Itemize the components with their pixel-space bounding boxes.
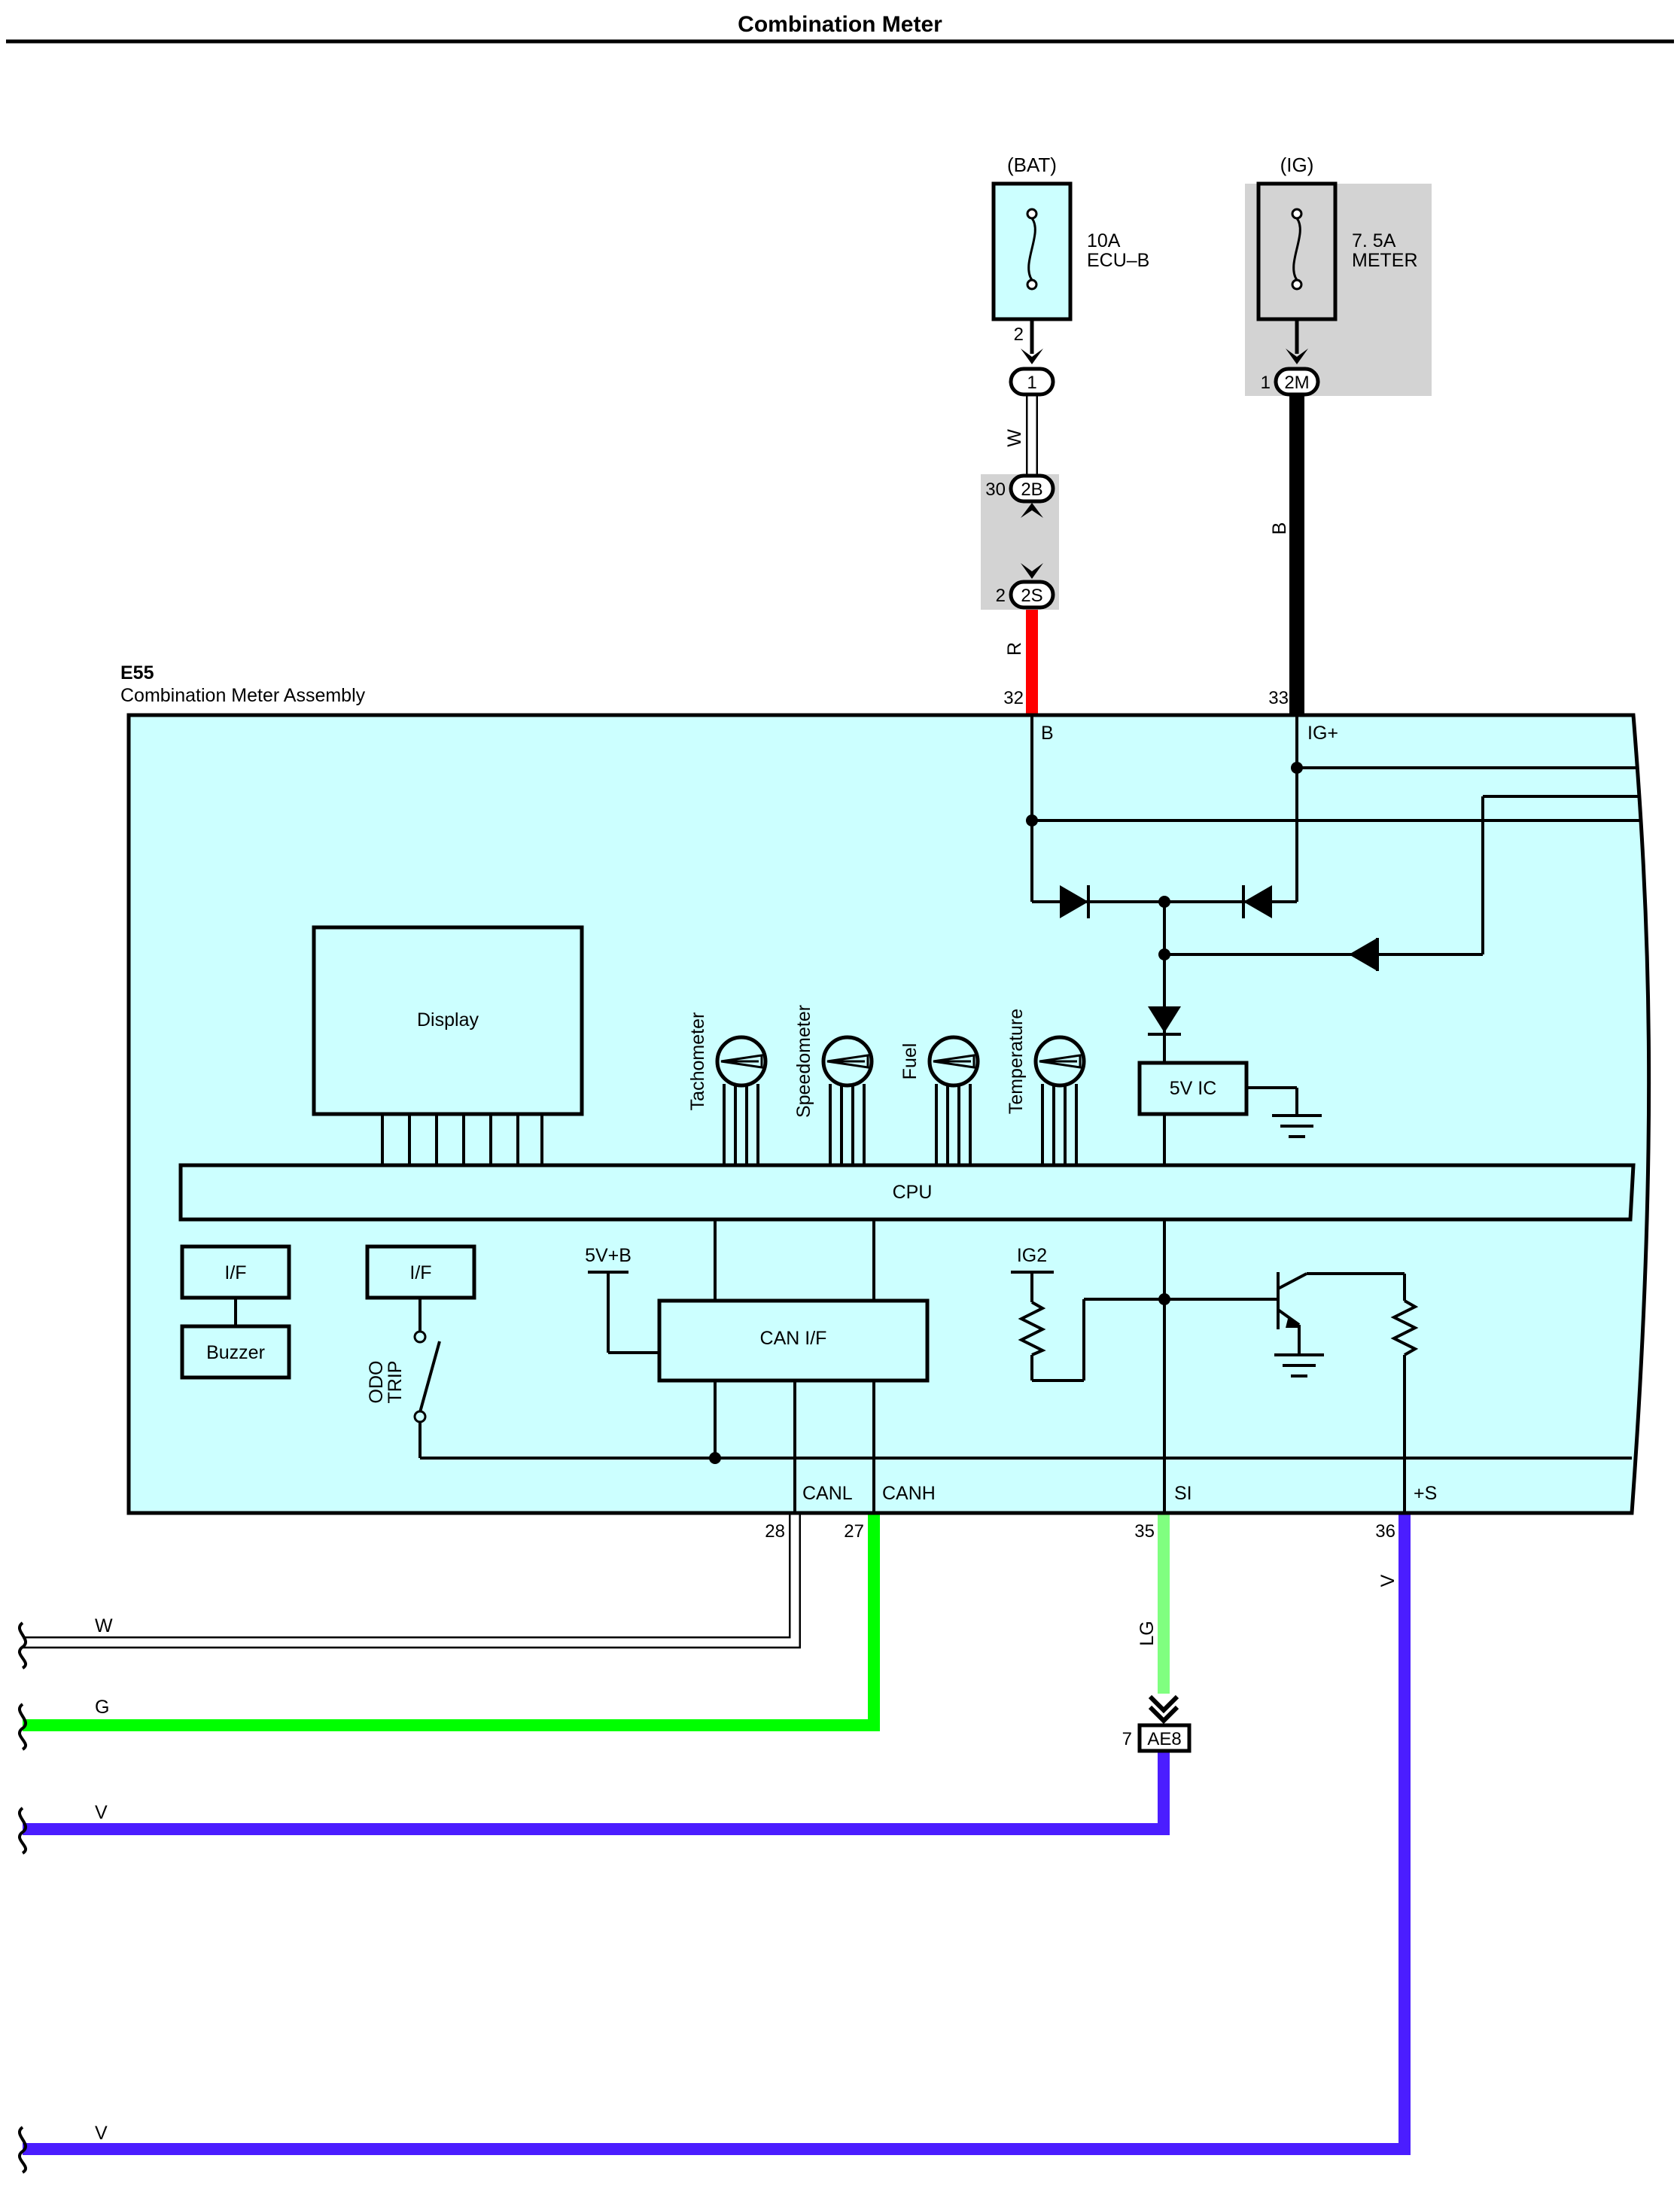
- display-block: [312, 925, 584, 1116]
- fuse-bat-group: (BAT): [1007, 154, 1057, 176]
- wire-break-icon: [18, 1621, 27, 2174]
- gauge-label-tachometer: Tachometer: [687, 1012, 708, 1111]
- chevron-up-icon: [1021, 503, 1043, 518]
- wire-left-w-label: W: [95, 1615, 113, 1636]
- gauge-label-speedometer: Speedometer: [793, 1005, 814, 1118]
- can-interface-label: CAN I/F: [760, 1328, 827, 1349]
- regulator-5v-ic: [1137, 1061, 1249, 1116]
- terminal-igp-pin: 33: [1268, 688, 1289, 708]
- connector-1: [1009, 367, 1055, 397]
- fuse-bat-rating: 10A: [1087, 230, 1121, 251]
- buzzer-block: [180, 1324, 291, 1380]
- supply-label: 5V+B: [585, 1245, 632, 1266]
- wire-left-g-label: G: [95, 1697, 109, 1718]
- connector-2s-pin: 2: [996, 586, 1006, 606]
- terminal-si-pin: 35: [1134, 1521, 1155, 1542]
- connector-ae8: [1137, 1723, 1192, 1753]
- fuse-ig-group: (IG): [1280, 154, 1314, 176]
- terminal-canl-pin: 28: [765, 1521, 785, 1542]
- ig2-label: IG2: [1017, 1245, 1047, 1266]
- interface-label-2: I/F: [409, 1262, 431, 1283]
- terminal-canl-name: CANL: [802, 1483, 853, 1504]
- interface-label-1: I/F: [224, 1262, 246, 1283]
- gauge-label-fuel: Fuel: [899, 1043, 921, 1080]
- resistor-icon: [1018, 1301, 1046, 1356]
- fuse-bat-name: ECU–B: [1087, 250, 1149, 271]
- terminal-canh-pin: 27: [844, 1521, 864, 1542]
- fuse-ig-rating: 7. 5A: [1352, 230, 1396, 251]
- connector-2s-id: 2S: [1021, 586, 1042, 606]
- chevron-down-icon: [1148, 1694, 1179, 1725]
- wire-v-label: V: [1377, 1574, 1398, 1587]
- wire-v-plus-s: [23, 1514, 1411, 2155]
- connector-2b: [1009, 473, 1055, 504]
- connector-2m: [1274, 367, 1320, 397]
- terminal-si-name: SI: [1174, 1483, 1192, 1504]
- wire-r-label: R: [1004, 642, 1025, 656]
- diode-icon: [1148, 1006, 1181, 1036]
- wire-w-canl: [23, 1514, 801, 1648]
- connector-2m-id: 2M: [1284, 373, 1309, 393]
- switch-icon: [413, 1330, 441, 1423]
- fuse-icon: [1291, 208, 1303, 291]
- display-bus: [381, 1114, 543, 1165]
- can-interface-block: [657, 1298, 930, 1383]
- diode-icon: [1060, 885, 1090, 918]
- connector-2b-id: 2B: [1021, 479, 1042, 500]
- chevron-down-icon: [1021, 349, 1043, 364]
- wire-g-canh: [23, 1514, 880, 1731]
- terminal-ps-name: +S: [1414, 1483, 1437, 1504]
- interface-block-1: [180, 1244, 291, 1300]
- connector-1-id: 1: [1027, 373, 1036, 393]
- gauge-tachometer: [715, 1035, 768, 1165]
- terminal-b-name: B: [1041, 723, 1054, 744]
- wire-left-v2-label: V: [95, 2123, 108, 2144]
- terminal-igp-name: IG+: [1307, 723, 1338, 744]
- fuse-bat-pin: 2: [1014, 324, 1024, 345]
- ground-icon: [1274, 1353, 1324, 1378]
- component-code: E55: [120, 662, 154, 683]
- diode-icon: [1242, 885, 1272, 918]
- terminal-b-pin: 32: [1003, 688, 1024, 708]
- fuse-ig-name: METER: [1352, 250, 1418, 271]
- switch-label-trip: TRIP: [385, 1361, 406, 1404]
- gauge-label-temperature: Temperature: [1006, 1009, 1027, 1114]
- connector-2m-pin: 1: [1261, 373, 1271, 393]
- ground-icon: [1272, 1114, 1322, 1138]
- fuse-icon: [1026, 208, 1038, 291]
- connector-2s: [1009, 580, 1055, 610]
- cpu-label: CPU: [893, 1182, 933, 1203]
- buzzer-label: Buzzer: [206, 1342, 265, 1363]
- terminal-canh-name: CANH: [882, 1483, 936, 1504]
- cpu-block: [178, 1163, 1636, 1222]
- fuse-ig-shade: [1245, 184, 1432, 396]
- switch-label-odo: ODO: [366, 1361, 387, 1404]
- gauge-fuel: [927, 1035, 980, 1165]
- interface-block-2: [365, 1244, 476, 1300]
- transistor-arrow-icon: [1286, 1316, 1301, 1328]
- gauge-temperature: [1033, 1035, 1086, 1165]
- connector-2b-pin: 30: [985, 479, 1006, 500]
- resistor-icon: [1390, 1299, 1419, 1356]
- diode-icon: [1349, 938, 1379, 971]
- wire-left-v1-label: V: [95, 1802, 108, 1823]
- connector-ae8-pin: 7: [1122, 1729, 1132, 1749]
- chevron-down-icon: [1286, 349, 1308, 364]
- page-title: Combination Meter: [738, 12, 942, 37]
- component-name: Combination Meter Assembly: [120, 685, 366, 706]
- gauge-speedometer: [821, 1035, 874, 1165]
- wire-b-label: B: [1269, 522, 1290, 535]
- regulator-label: 5V IC: [1170, 1078, 1217, 1099]
- chevron-down-icon: [1021, 563, 1043, 579]
- wire-w-bat-label: W: [1004, 429, 1025, 447]
- wire-v-ae8: [23, 1750, 1170, 1835]
- terminal-ps-pin: 36: [1375, 1521, 1395, 1542]
- connector-ae8-id: AE8: [1147, 1729, 1181, 1749]
- display-label: Display: [417, 1009, 479, 1030]
- wire-lg-label: LG: [1137, 1621, 1158, 1645]
